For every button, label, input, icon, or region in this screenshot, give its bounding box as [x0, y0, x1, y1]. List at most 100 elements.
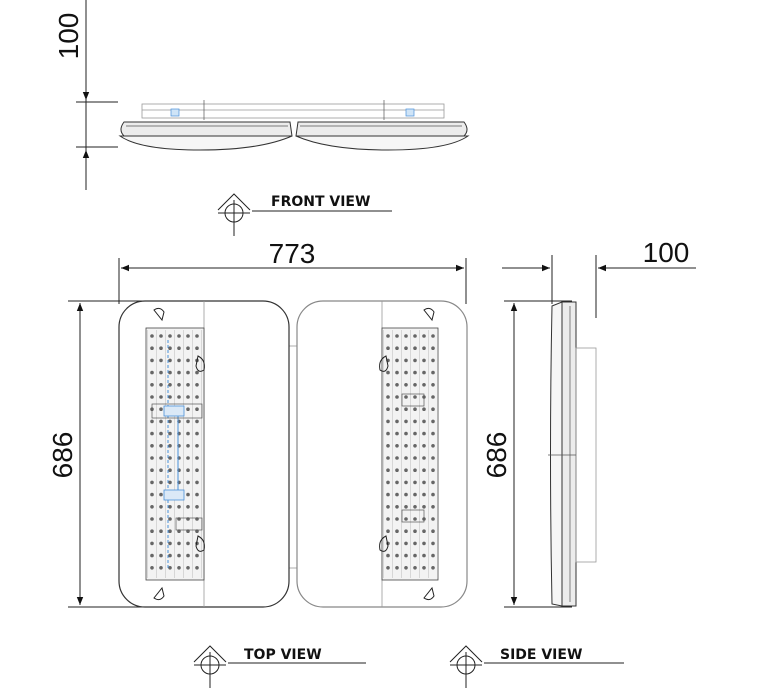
led-dot [431, 395, 435, 399]
led-dot [150, 553, 154, 558]
height-dimension: 686 [47, 432, 78, 479]
led-dot [395, 407, 399, 412]
led-dot [177, 346, 181, 351]
led-dot [386, 505, 390, 509]
led-dot [159, 431, 163, 436]
led-dot [386, 468, 390, 473]
top-left-hanger-top [153, 307, 165, 322]
led-dot [386, 395, 390, 399]
led-dot [195, 346, 199, 351]
led-dot [413, 468, 417, 473]
led-dot [431, 492, 435, 497]
led-dot [404, 505, 408, 509]
led-dot [431, 370, 435, 375]
led-dot [168, 370, 172, 375]
led-dot [168, 383, 172, 387]
led-dot [413, 395, 417, 399]
led-dot [186, 553, 190, 558]
led-dot [186, 480, 190, 485]
front-view: 100 FRONT VIEW [53, 0, 470, 236]
side-body [561, 301, 577, 607]
led-dot [413, 444, 417, 448]
led-dot [404, 383, 408, 387]
led-dot [413, 407, 417, 412]
front-mounting-bracket [141, 103, 445, 119]
led-dot [195, 444, 199, 448]
led-dot [413, 358, 417, 363]
led-dot [413, 419, 417, 424]
led-dot [431, 419, 435, 424]
led-dot [150, 529, 154, 533]
front-clip-right [405, 108, 415, 117]
led-dot [159, 334, 163, 338]
led-dot [386, 480, 390, 485]
led-dot [168, 505, 172, 509]
led-dot [413, 370, 417, 375]
led-dot [186, 358, 190, 363]
led-dot [150, 505, 154, 509]
led-dot [431, 407, 435, 412]
led-dot [159, 541, 163, 546]
front-panel-right-body [295, 121, 468, 137]
led-dot [168, 444, 172, 448]
led-dot [404, 468, 408, 473]
led-dot [422, 505, 426, 509]
led-dot [422, 566, 426, 570]
led-dot [195, 431, 199, 436]
led-dot [386, 492, 390, 497]
led-dot [413, 566, 417, 570]
led-dot [195, 468, 199, 473]
led-dot [386, 383, 390, 387]
led-dot [168, 480, 172, 485]
led-dot [431, 431, 435, 436]
led-dot [422, 383, 426, 387]
side-mounting-bracket [575, 347, 597, 563]
led-dot [404, 407, 408, 412]
led-dot [186, 444, 190, 448]
led-dot [386, 407, 390, 412]
width-dimension: 773 [269, 238, 316, 269]
top-right-hanger-bottom [423, 586, 435, 601]
top-view-label: TOP VIEW [244, 647, 322, 663]
led-dot [413, 529, 417, 533]
led-dot [404, 566, 408, 570]
led-dot [168, 517, 172, 521]
led-dot [195, 566, 199, 570]
led-dot [422, 444, 426, 448]
led-dot [150, 456, 154, 460]
led-dot [159, 505, 163, 509]
led-dot [386, 334, 390, 338]
led-dot [386, 529, 390, 533]
led-dot [395, 566, 399, 570]
led-dot [159, 370, 163, 375]
led-dot [150, 431, 154, 436]
led-dot [186, 505, 190, 509]
led-dot [413, 492, 417, 497]
side-view: 100 686 SIDE VIEW [449, 237, 696, 688]
led-dot [395, 553, 399, 558]
led-dot [395, 517, 399, 521]
led-dot [159, 358, 163, 363]
led-dot [195, 480, 199, 485]
top-panel-right-led-grid [383, 330, 438, 578]
front-panel-right-lens [295, 135, 470, 151]
led-dot [413, 383, 417, 387]
led-dot [404, 395, 408, 399]
led-dot [422, 468, 426, 473]
led-dot [177, 553, 181, 558]
led-dot [431, 480, 435, 485]
led-dot [413, 431, 417, 436]
led-dot [386, 346, 390, 351]
led-dot [422, 419, 426, 424]
led-dot [186, 370, 190, 375]
led-dot [386, 566, 390, 570]
top-panel-left-driver [145, 327, 205, 581]
led-dot [395, 370, 399, 375]
led-dot [150, 541, 154, 546]
led-dot [150, 346, 154, 351]
led-dot [386, 370, 390, 375]
led-dot [404, 541, 408, 546]
led-dot [150, 517, 154, 521]
led-dot [404, 334, 408, 338]
led-dot [150, 468, 154, 473]
